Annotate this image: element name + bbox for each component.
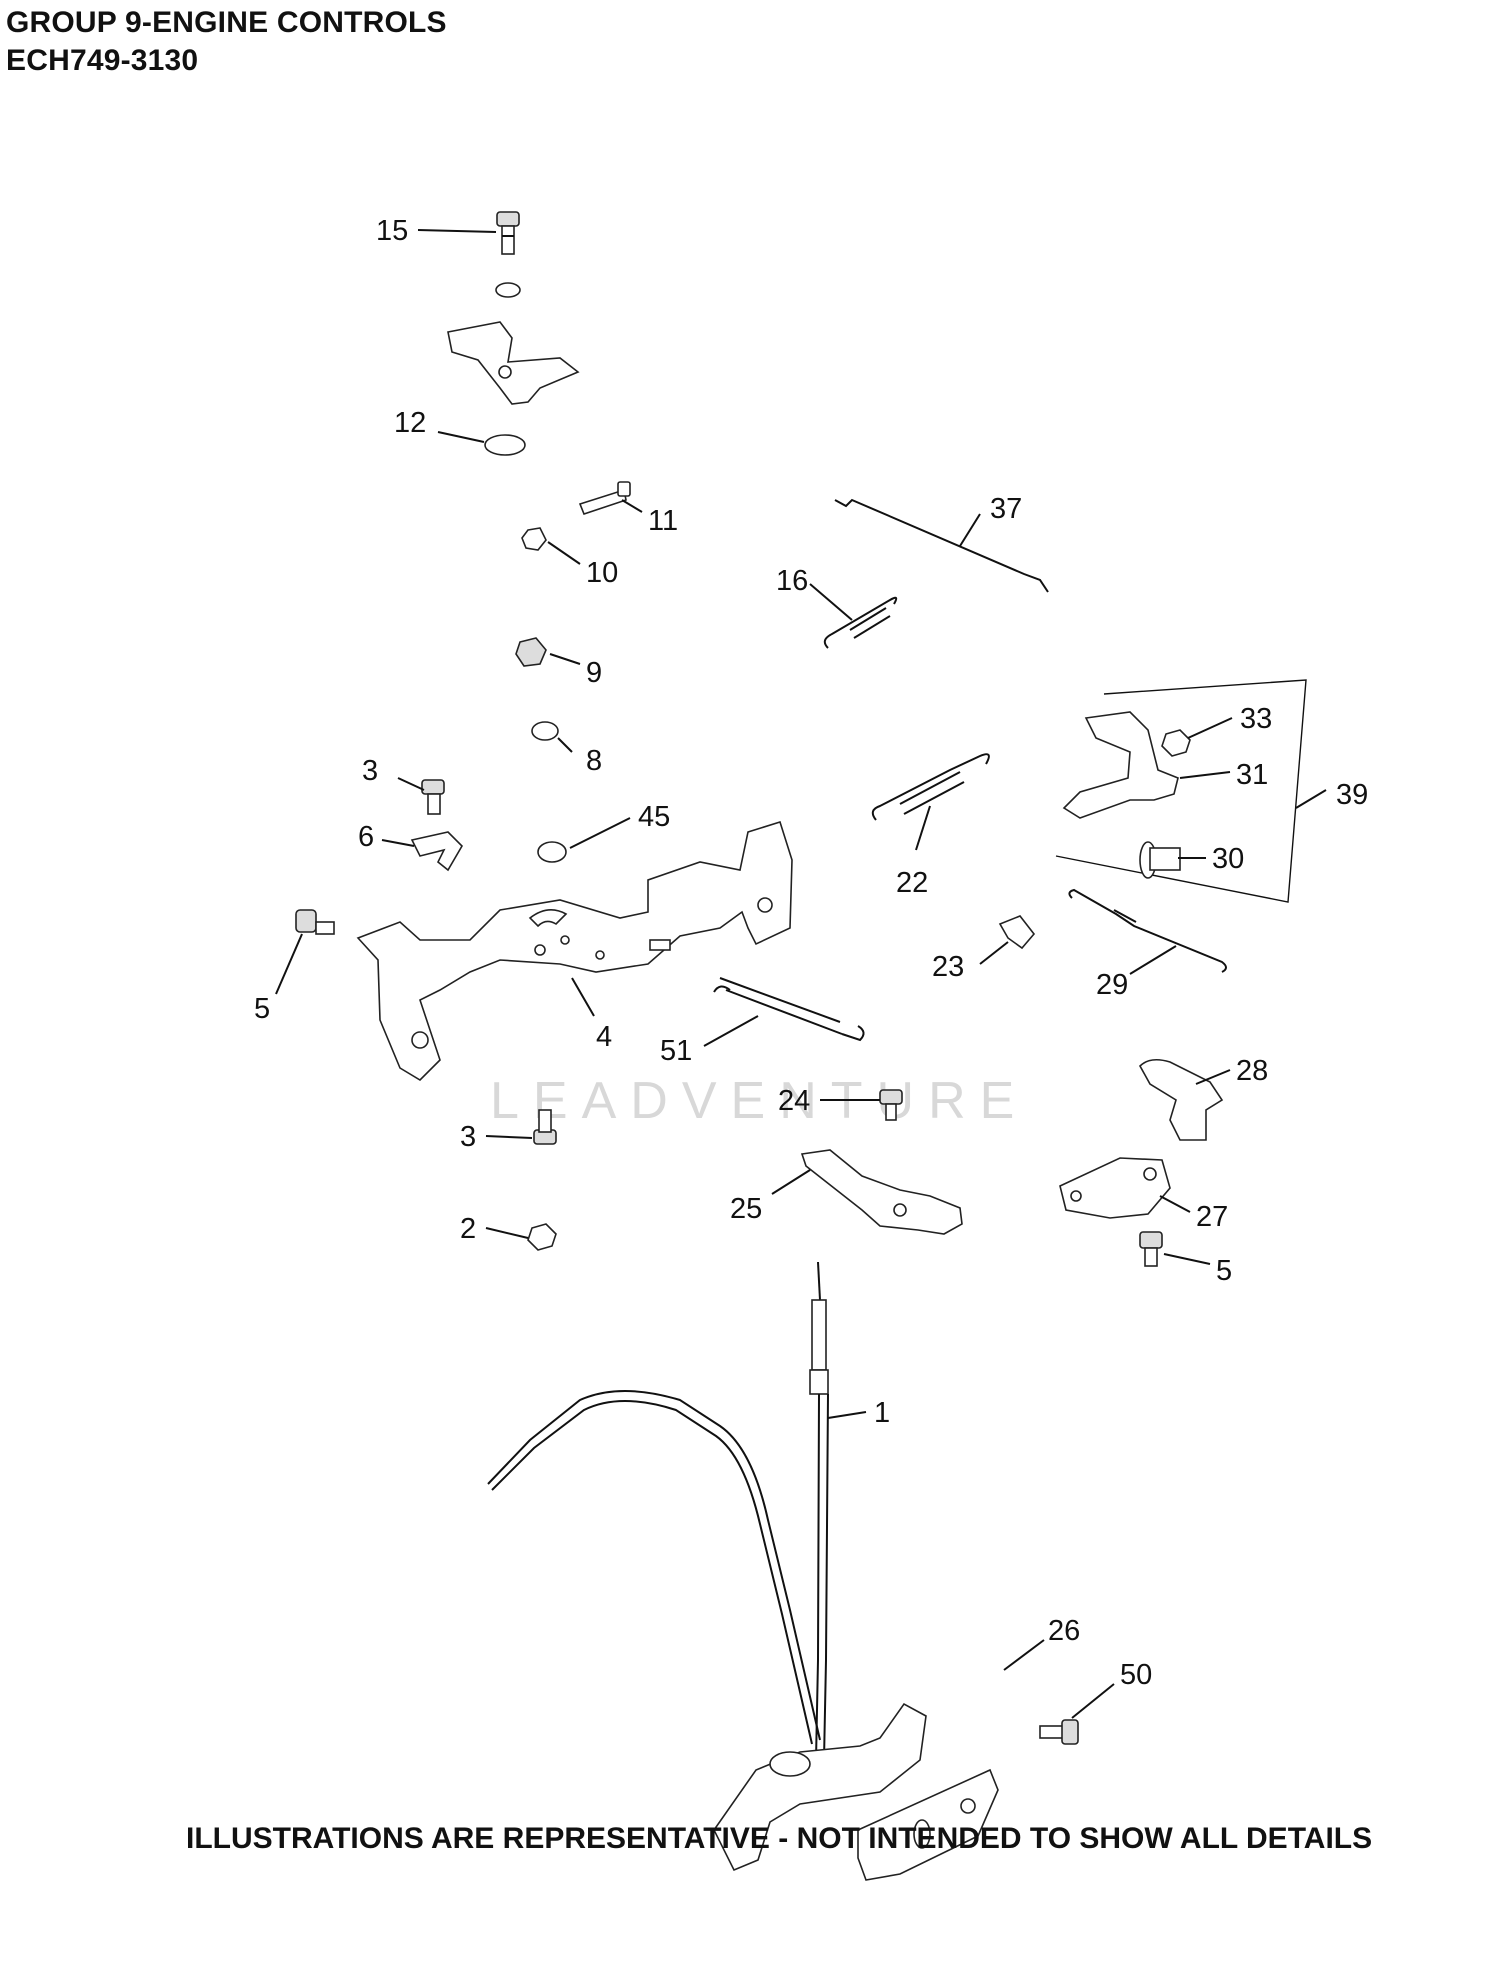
callout-39: 39 (1336, 779, 1368, 811)
callout-31: 31 (1236, 759, 1268, 791)
callout-16: 16 (776, 565, 808, 597)
part-33-nut (1161, 729, 1191, 757)
part-11-pin (578, 488, 627, 515)
part-24-bolt (879, 1089, 903, 1121)
callout-50: 50 (1120, 1659, 1152, 1691)
part-5-bolt-left (295, 909, 335, 935)
callout-33: 33 (1240, 703, 1272, 735)
part-9-nut (515, 637, 547, 667)
callout-12: 12 (394, 407, 426, 439)
callout-5-left: 5 (254, 993, 270, 1025)
throttle-lever-part (447, 321, 580, 405)
callout-24: 24 (778, 1085, 810, 1117)
callout-2: 2 (460, 1213, 476, 1245)
part-6-clip (410, 831, 464, 872)
part-1-control-cable (487, 1261, 927, 1872)
part-51-spring (713, 977, 865, 1042)
part-10-nut (521, 527, 547, 551)
part-27-plate (1059, 1157, 1171, 1219)
callout-45: 45 (638, 801, 670, 833)
callout-51: 51 (660, 1035, 692, 1067)
callout-37: 37 (990, 493, 1022, 525)
part-5-bolt-right (1139, 1231, 1163, 1267)
callout-23: 23 (932, 951, 964, 983)
part-16-spring (823, 596, 898, 649)
part-23-clip (998, 915, 1036, 950)
part-29-spring (1068, 888, 1227, 973)
disclaimer-footer: ILLUSTRATIONS ARE REPRESENTATIVE - NOT I… (186, 1822, 1373, 1855)
callout-11: 11 (648, 505, 678, 537)
callout-29: 29 (1096, 969, 1128, 1001)
part-31-lever (1062, 711, 1179, 819)
part-3-bolt-upper (421, 779, 445, 815)
callout-27: 27 (1196, 1201, 1228, 1233)
part-8-washer (531, 721, 559, 741)
part-15-bolt (496, 211, 520, 255)
watermark-text: LEADVENTURE (490, 1072, 1028, 1130)
callout-9: 9 (586, 657, 602, 689)
part-25-bracket (800, 1149, 963, 1235)
callout-1: 1 (874, 1397, 890, 1429)
part-22-spring (871, 753, 990, 821)
callout-28: 28 (1236, 1055, 1268, 1087)
part-50-bolt (1039, 1719, 1079, 1745)
callout-4: 4 (596, 1021, 612, 1053)
callout-30: 30 (1212, 843, 1244, 875)
callout-15: 15 (376, 215, 408, 247)
model-code: ECH749-3130 (6, 44, 199, 77)
callout-5-right: 5 (1216, 1255, 1232, 1287)
callout-22: 22 (896, 867, 928, 899)
callout-6: 6 (358, 821, 374, 853)
part-3-bolt-lower (533, 1109, 557, 1145)
part-37-rod (834, 498, 1049, 593)
callout-25: 25 (730, 1193, 762, 1225)
part-28-bracket (1139, 1058, 1224, 1141)
part-12-washer (484, 434, 526, 456)
part-4-control-bracket (356, 820, 793, 1082)
group-39-outline (1055, 679, 1307, 903)
part-2-nut (527, 1223, 557, 1251)
callout-8: 8 (586, 745, 602, 777)
washer-part (495, 282, 521, 298)
part-45-washer (537, 841, 567, 863)
callout-3-upper: 3 (362, 755, 378, 787)
part-30-pin (1139, 841, 1181, 879)
leader-lines (275, 229, 1327, 1719)
diagram-title: GROUP 9-ENGINE CONTROLS (6, 6, 447, 39)
callout-26: 26 (1048, 1615, 1080, 1647)
callout-3-lower: 3 (460, 1121, 476, 1153)
callout-10: 10 (586, 557, 618, 589)
